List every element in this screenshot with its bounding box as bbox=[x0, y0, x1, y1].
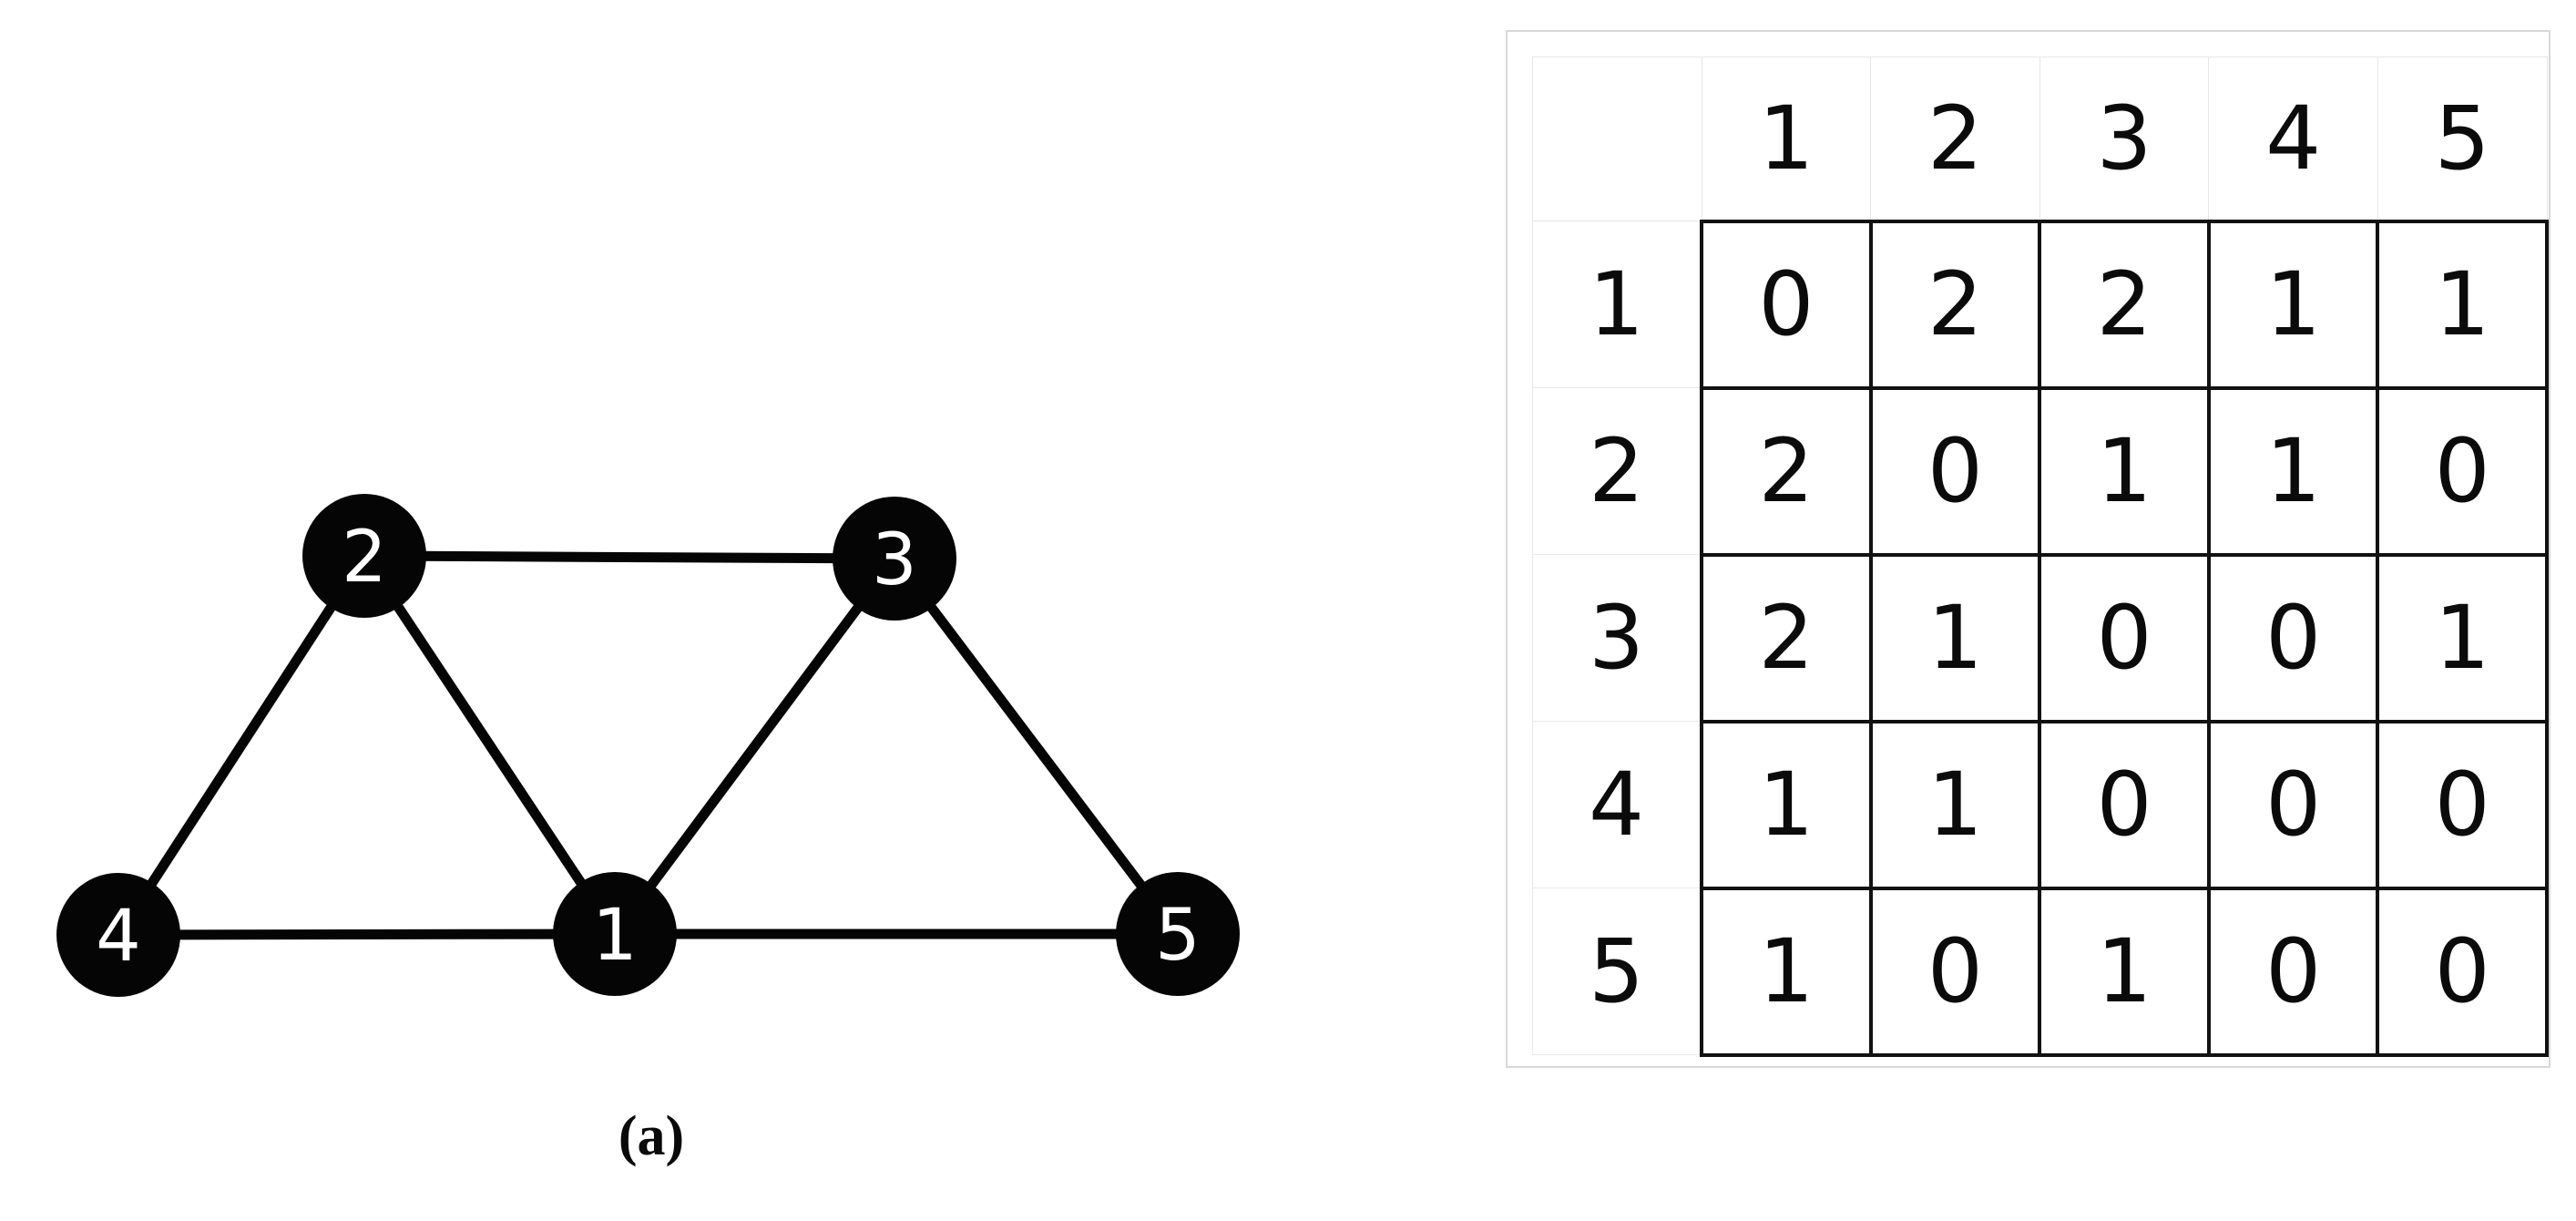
matrix-col-header-5: 5 bbox=[2377, 56, 2548, 221]
matrix-col-header-3: 3 bbox=[2039, 56, 2210, 221]
matrix-col-header-4: 4 bbox=[2208, 56, 2378, 221]
graph-diagram: 2 3 4 1 5 bbox=[56, 494, 1240, 997]
panel-a-graph: 2 3 4 1 5 (a) bbox=[56, 494, 1240, 1167]
node-label: 4 bbox=[96, 896, 141, 978]
matrix-cell-2-4: 1 bbox=[2206, 385, 2380, 557]
graph-nodes: 2 3 4 1 5 bbox=[56, 494, 1240, 997]
adjacency-matrix-table: 1 2 3 4 5 1 0 2 2 1 1 2 2 0 bbox=[1532, 56, 2549, 1057]
matrix-row: 5 1 0 1 0 0 bbox=[1532, 886, 2549, 1057]
panel-b-matrix: 1 2 3 4 5 1 0 2 2 1 1 2 2 0 bbox=[1457, 0, 2576, 1221]
node-label: 1 bbox=[592, 895, 638, 977]
matrix-cell-4-4: 0 bbox=[2206, 719, 2380, 890]
matrix-row-header-1: 1 bbox=[1532, 221, 1702, 388]
matrix-header-row: 1 2 3 4 5 bbox=[1532, 56, 2548, 221]
node-circle bbox=[1116, 872, 1240, 996]
graph-node-1[interactable]: 1 bbox=[553, 872, 677, 996]
panel-a-caption: (a) bbox=[618, 1105, 685, 1167]
matrix-cell-2-3: 1 bbox=[2038, 385, 2211, 557]
matrix-corner-cell bbox=[1532, 56, 1702, 221]
matrix-row: 3 2 1 0 0 1 bbox=[1532, 552, 2549, 723]
matrix-cell-1-1: 0 bbox=[1700, 219, 1873, 390]
graph-node-2[interactable]: 2 bbox=[302, 494, 426, 618]
matrix-cell-5-1: 1 bbox=[1700, 886, 1873, 1057]
matrix-cell-5-3: 1 bbox=[2038, 886, 2211, 1057]
matrix-cell-4-2: 1 bbox=[1868, 719, 2042, 890]
node-circle bbox=[553, 872, 677, 996]
matrix-row-header-2: 2 bbox=[1532, 387, 1702, 555]
edge-3-5 bbox=[890, 555, 1182, 938]
edge-4-1 bbox=[118, 929, 616, 940]
matrix-row: 2 2 0 1 1 0 bbox=[1532, 385, 2549, 557]
matrix-cell-4-5: 0 bbox=[2376, 719, 2549, 890]
node-label: 5 bbox=[1155, 895, 1201, 977]
edge-3-1 bbox=[610, 555, 899, 938]
graph-edges bbox=[114, 550, 1182, 940]
matrix-row: 1 0 2 2 1 1 bbox=[1532, 219, 2549, 390]
matrix-row-header-5: 5 bbox=[1532, 888, 1702, 1055]
matrix-row-header-4: 4 bbox=[1532, 721, 1702, 888]
matrix-cell-4-1: 1 bbox=[1700, 719, 1873, 890]
matrix-cell-2-2: 0 bbox=[1868, 385, 2042, 557]
graph-node-4[interactable]: 4 bbox=[56, 873, 180, 997]
matrix-cell-4-3: 0 bbox=[2038, 719, 2211, 890]
matrix-row: 4 1 1 0 0 0 bbox=[1532, 719, 2549, 890]
matrix-cell-2-5: 0 bbox=[2376, 385, 2549, 557]
edge-2-3 bbox=[363, 550, 895, 564]
matrix-cell-3-1: 2 bbox=[1700, 552, 1873, 723]
matrix-cell-3-2: 1 bbox=[1868, 552, 2042, 723]
matrix-col-header-2: 2 bbox=[1870, 56, 2040, 221]
graph-node-3[interactable]: 3 bbox=[833, 497, 956, 621]
edge-2-1 bbox=[360, 552, 619, 938]
node-circle bbox=[302, 494, 426, 618]
node-circle bbox=[56, 873, 180, 997]
matrix-cell-5-5: 0 bbox=[2376, 886, 2549, 1057]
matrix-col-header-1: 1 bbox=[1701, 56, 1872, 221]
node-circle bbox=[833, 497, 956, 621]
matrix-cell-5-4: 0 bbox=[2206, 886, 2380, 1057]
node-label: 3 bbox=[872, 519, 917, 601]
matrix-cell-1-3: 2 bbox=[2038, 219, 2211, 390]
matrix-cell-5-2: 0 bbox=[1868, 886, 2042, 1057]
matrix-cell-1-4: 1 bbox=[2206, 219, 2380, 390]
matrix-frame: 1 2 3 4 5 1 0 2 2 1 1 2 2 0 bbox=[1506, 30, 2550, 1068]
matrix-row-header-3: 3 bbox=[1532, 554, 1702, 722]
matrix-cell-3-5: 1 bbox=[2376, 552, 2549, 723]
graph-node-5[interactable]: 5 bbox=[1116, 872, 1240, 996]
matrix-cell-3-4: 0 bbox=[2206, 552, 2380, 723]
node-label: 2 bbox=[342, 517, 387, 599]
edge-2-4 bbox=[114, 553, 369, 938]
matrix-cell-2-1: 2 bbox=[1700, 385, 1873, 557]
matrix-cell-1-2: 2 bbox=[1868, 219, 2042, 390]
matrix-cell-3-3: 0 bbox=[2038, 552, 2211, 723]
matrix-cell-1-5: 1 bbox=[2376, 219, 2549, 390]
